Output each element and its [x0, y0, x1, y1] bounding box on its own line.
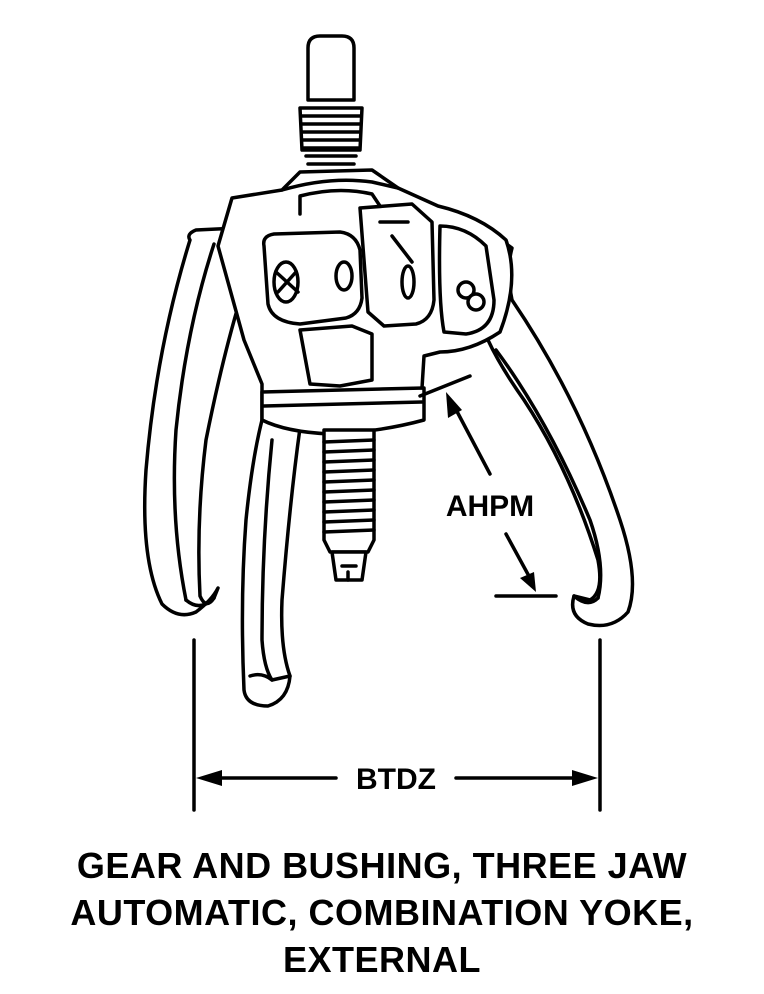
- front-jaw: [240, 418, 302, 708]
- right-jaw: [486, 236, 635, 628]
- label-ahpm: AHPM: [446, 490, 534, 523]
- arrowhead-down-icon: [520, 572, 536, 592]
- puller-drawing: AHPM BTDZ: [143, 34, 635, 812]
- caption-line-3: EXTERNAL: [282, 939, 481, 980]
- caption-line-1: GEAR AND BUSHING, THREE JAW: [76, 845, 688, 886]
- arrowhead-right-icon: [572, 770, 598, 786]
- label-btdz: BTDZ: [356, 763, 436, 796]
- arrowhead-up-icon: [446, 392, 462, 418]
- dimension-btdz: BTDZ: [192, 638, 602, 812]
- left-jaw: [143, 226, 242, 617]
- figure-caption: GEAR AND BUSHING, THREE JAW AUTOMATIC, C…: [0, 842, 764, 983]
- arrowhead-left-icon: [196, 770, 222, 786]
- forcing-screw-top: [298, 34, 364, 166]
- caption-line-2: AUTOMATIC, COMBINATION YOKE,: [70, 892, 694, 933]
- yoke-head: [216, 168, 514, 436]
- dimension-ahpm: AHPM: [446, 392, 558, 598]
- forcing-screw-thread: [322, 428, 376, 582]
